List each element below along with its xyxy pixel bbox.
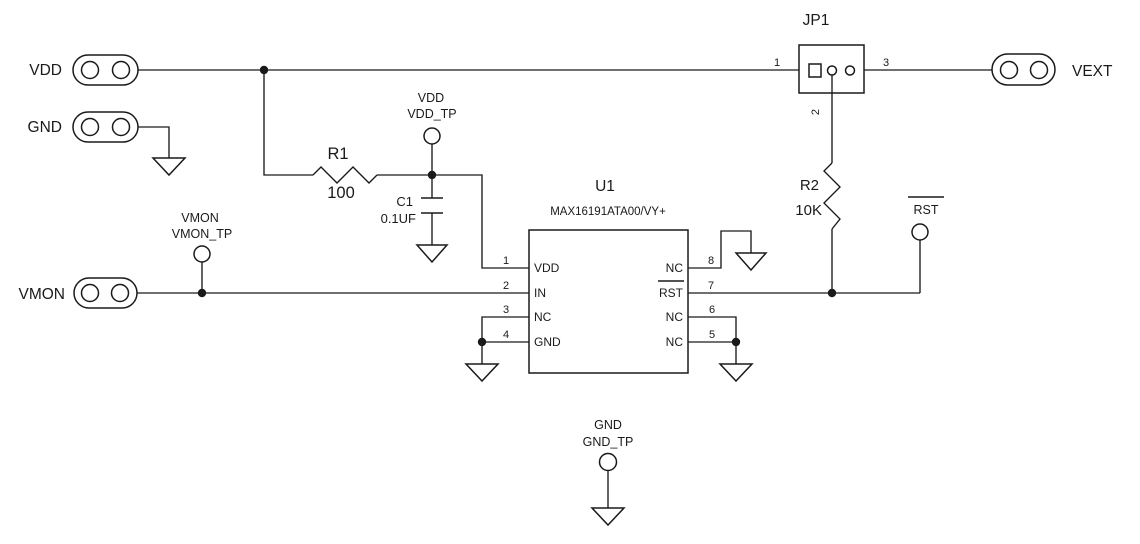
- vdd-tp-net-label: VDD: [418, 91, 444, 105]
- wire-pin3-gnd: [481, 316, 529, 364]
- vmon-tp-name-label: VMON_TP: [172, 227, 232, 241]
- ground-icon: [734, 252, 768, 272]
- vext-connector-label: VEXT: [1072, 63, 1113, 80]
- junction-dot: [259, 65, 269, 75]
- junction-dot: [477, 337, 487, 347]
- jp1-pin3-number: 3: [883, 57, 889, 69]
- vdd-testpoint: VDD VDD_TP: [407, 91, 457, 145]
- ground-icon: [590, 507, 626, 527]
- junction-dot: [427, 170, 437, 180]
- u1-pin3-name: NC: [534, 310, 552, 324]
- ground-icon: [415, 244, 449, 264]
- u1-pin6-number: 6: [709, 304, 715, 316]
- c1-value: 0.1UF: [381, 211, 416, 226]
- u1-body: [528, 229, 689, 374]
- u1-pin4-name: GND: [534, 335, 561, 349]
- ground-icon: [718, 363, 754, 383]
- vdd-connector-label: VDD: [29, 62, 62, 79]
- wire-pin8-gnd: [688, 230, 752, 269]
- r1-resistor: R1 100: [312, 145, 378, 202]
- junction-dot: [197, 288, 207, 298]
- jp1-pin1-number: 1: [774, 57, 780, 69]
- wire-pin5-gnd: [688, 341, 737, 364]
- u1-pin8-number: 8: [708, 255, 714, 267]
- r1-zigzag: [312, 166, 378, 184]
- u1-pin8-name: NC: [666, 261, 684, 275]
- rst-testpoint: RST: [908, 196, 944, 241]
- u1-ic: U1 MAX16191ATA00/VY+ 1 2 3 4 VDD IN NC G…: [503, 178, 715, 374]
- ground-icon: [464, 363, 500, 383]
- jp1-pin2-pad: [826, 65, 838, 76]
- vmon-tp-net-label: VMON: [181, 211, 219, 225]
- gnd-testpoint: GND GND_TP: [583, 418, 634, 472]
- vmon-connector: VMON: [19, 277, 138, 309]
- c1-capacitor: C1 0.1UF: [381, 194, 443, 226]
- vdd-connector: VDD: [29, 54, 139, 86]
- u1-refdes: U1: [595, 178, 615, 195]
- connector-body: [72, 54, 139, 86]
- u1-pin2-number: 2: [503, 280, 509, 292]
- gnd-tp-net-label: GND: [594, 418, 622, 432]
- junction-dot: [731, 337, 741, 347]
- jp1-pin2-number: 2: [810, 109, 822, 115]
- wire-pin6-gnd: [688, 316, 737, 342]
- wires: [137, 69, 992, 508]
- connector-pad: [80, 117, 100, 137]
- rst-tp-label: RST: [914, 203, 939, 217]
- connector-pad: [80, 60, 100, 80]
- connector-body: [72, 111, 139, 143]
- u1-pin7-name: RST: [659, 286, 684, 300]
- connector-pad: [1029, 60, 1049, 80]
- connector-body: [73, 277, 138, 309]
- u1-pin6-name: NC: [666, 310, 684, 324]
- wire-vdd-to-r1: [263, 70, 313, 176]
- vmon-connector-label: VMON: [19, 286, 66, 303]
- r1-refdes: R1: [327, 145, 348, 163]
- connector-pad: [110, 283, 130, 303]
- u1-pin1-name: VDD: [534, 261, 560, 275]
- testpoint-pad: [598, 452, 618, 472]
- testpoint-pad: [423, 127, 441, 145]
- wire-gnd-conn: [138, 126, 170, 158]
- jp1-body: [798, 44, 865, 94]
- u1-pin2-name: IN: [534, 286, 546, 300]
- ground-icon: [151, 157, 187, 177]
- c1-refdes: C1: [396, 194, 413, 209]
- r1-value: 100: [327, 184, 355, 202]
- jp1-refdes: JP1: [803, 12, 830, 29]
- testpoint-pad: [193, 245, 211, 263]
- jp1-pin3-pad: [844, 65, 856, 76]
- r2-value: 10K: [795, 202, 822, 219]
- u1-pin4-number: 4: [503, 329, 509, 341]
- r2-zigzag: [823, 162, 841, 230]
- gnd-connector-label: GND: [28, 119, 62, 136]
- connector-pad: [111, 60, 131, 80]
- u1-pin5-number: 5: [709, 329, 715, 341]
- u1-part-number: MAX16191ATA00/VY+: [550, 206, 666, 218]
- jp1-pin1-pad: [808, 63, 822, 78]
- connector-pad: [80, 283, 100, 303]
- connector-pad: [111, 117, 131, 137]
- vmon-testpoint: VMON VMON_TP: [172, 211, 232, 263]
- u1-pin5-name: NC: [666, 335, 684, 349]
- u1-pin3-number: 3: [503, 304, 509, 316]
- r2-refdes: R2: [800, 177, 819, 194]
- ground-symbols: [151, 157, 768, 527]
- junction-dots: [197, 65, 837, 347]
- vdd-tp-name-label: VDD_TP: [407, 107, 456, 121]
- vext-connector: VEXT: [991, 53, 1113, 86]
- gnd-connector: GND: [28, 111, 139, 143]
- connector-body: [991, 53, 1056, 86]
- r2-resistor: R2 10K: [795, 162, 841, 230]
- junction-dot: [827, 288, 837, 298]
- connector-pad: [999, 60, 1019, 80]
- u1-pin7-number: 7: [708, 280, 714, 292]
- gnd-tp-name-label: GND_TP: [583, 435, 634, 449]
- testpoint-pad: [911, 223, 929, 241]
- jp1-jumper: JP1 1 3 2: [774, 12, 889, 115]
- u1-pin1-number: 1: [503, 255, 509, 267]
